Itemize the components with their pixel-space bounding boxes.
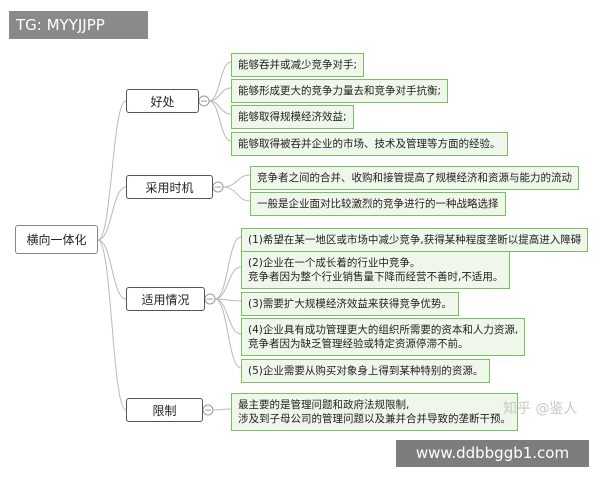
zhihu-watermark: 知乎 @鉴人 <box>503 401 578 417</box>
url-banner: www.ddbbggb1.com <box>396 440 589 467</box>
leaf-timing-2-text: 一般是企业面对比较激烈的竞争进行的一种战略选择 <box>257 198 499 210</box>
branch-good-connector-2 <box>208 87 232 102</box>
leaf-benefit-1-text: 能够吞并或减少竞争对手; <box>238 59 358 71</box>
leaf-limit-1-line-1: 最主要的是管理问题和政府法规限制, <box>238 399 410 411</box>
leaf-benefit-4-text: 能够取得被吞并企业的市场、技术及管理等方面的经验。 <box>238 138 501 150</box>
leaf-condition-4-line-1: (4)企业具有成功管理更大的组织所需要的资本和人力资源, <box>248 324 519 336</box>
branch-cond-connector-5 <box>214 298 242 369</box>
leaf-benefit-2[interactable]: 能够形成更大的竞争力量去和竞争对手抗衡; <box>231 79 449 103</box>
leaf-limit-1-line-2: 涉及到子母公司的管理问题以及兼并合并导致的垄断干预。 <box>238 413 511 425</box>
leaf-condition-3-text: (3)需要扩大规模经济效益来获得竞争优势。 <box>248 298 452 310</box>
root-connector-timing <box>97 186 127 241</box>
root-connector-good <box>97 100 127 241</box>
leaf-benefit-3-text: 能够取得规模经济效益; <box>238 111 347 123</box>
branch-cond-connector-2 <box>214 266 242 300</box>
leaf-limit-1[interactable]: 最主要的是管理问题和政府法规限制, 涉及到子母公司的管理问题以及兼并合并导致的垄… <box>231 393 518 431</box>
branch-cond-connector-4 <box>214 298 242 335</box>
leaf-timing-1-text: 竞争者之间的合并、收购和接管提高了规模经济和资源与能力的流动 <box>257 172 572 184</box>
branch-benefits[interactable]: 好处 <box>126 89 199 113</box>
leaf-condition-2-line-1: (2)企业在一个成长着的行业中竞争。 <box>248 257 421 269</box>
leaf-timing-2[interactable]: 一般是企业面对比较激烈的竞争进行的一种战略选择 <box>250 192 506 216</box>
leaf-condition-2-line-2: 竞争者因为整个行业销售量下降而经营不善时,不适用。 <box>248 271 504 283</box>
leaf-benefit-3[interactable]: 能够取得规模经济效益; <box>231 105 354 129</box>
leaf-condition-4-line-2: 竞争者因为缺乏管理经验或特定资源停滞不前。 <box>248 338 469 350</box>
root-connector-limits <box>97 239 127 411</box>
leaf-condition-3[interactable]: (3)需要扩大规模经济效益来获得竞争优势。 <box>241 292 459 316</box>
leaf-condition-1-text: (1)希望在某一地区或市场中减少竞争,获得某种程度垄断以提高进入障碍 <box>248 234 582 246</box>
branch-cond-connector-1 <box>214 236 242 300</box>
branch-conditions[interactable]: 适用情况 <box>126 287 205 311</box>
leaf-benefit-4[interactable]: 能够取得被吞并企业的市场、技术及管理等方面的经验。 <box>231 132 508 156</box>
leaf-condition-2[interactable]: (2)企业在一个成长着的行业中竞争。 竞争者因为整个行业销售量下降而经营不善时,… <box>241 251 511 289</box>
leaf-condition-5[interactable]: (5)企业需要从购买对象身上得到某种特别的资源。 <box>241 359 491 383</box>
root-topic[interactable]: 横向一体化 <box>15 225 98 254</box>
branch-limits-connector-1 <box>212 408 232 411</box>
leaf-benefit-2-text: 能够形成更大的竞争力量去和竞争对手抗衡; <box>238 85 442 97</box>
leaf-condition-4[interactable]: (4)企业具有成功管理更大的组织所需要的资本和人力资源, 竞争者因为缺乏管理经验… <box>241 318 526 356</box>
branch-good-connector-4 <box>208 100 232 142</box>
leaf-timing-1[interactable]: 竞争者之间的合并、收购和接管提高了规模经济和资源与能力的流动 <box>250 166 579 190</box>
branch-cond-connector-3 <box>214 298 242 302</box>
leaf-benefit-1[interactable]: 能够吞并或减少竞争对手; <box>231 53 365 77</box>
branch-timing-connector-2 <box>222 186 251 202</box>
watermark-tag: TG: MYYJJPP <box>9 11 148 39</box>
root-connector-conditions <box>97 239 127 300</box>
leaf-condition-1[interactable]: (1)希望在某一地区或市场中减少竞争,获得某种程度垄断以提高进入障碍 <box>241 228 589 252</box>
leaf-condition-5-text: (5)企业需要从购买对象身上得到某种特别的资源。 <box>248 365 484 377</box>
branch-good-connector-1 <box>208 61 232 102</box>
branch-limits[interactable]: 限制 <box>126 398 203 422</box>
branch-timing[interactable]: 采用时机 <box>126 175 213 199</box>
branch-timing-connector-1 <box>222 174 251 188</box>
